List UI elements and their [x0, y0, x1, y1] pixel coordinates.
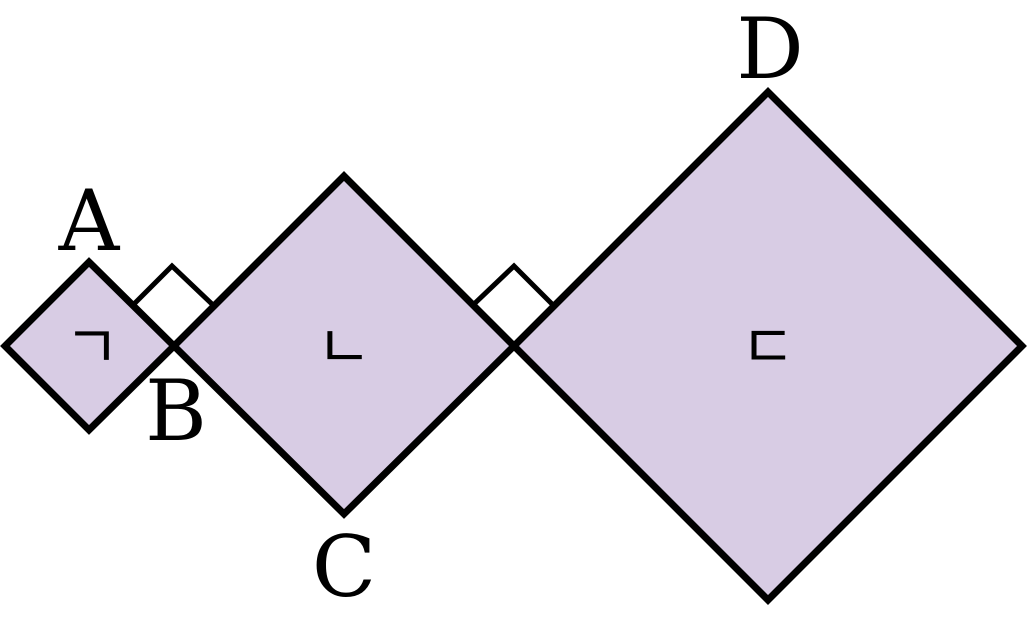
label-a: A: [58, 172, 121, 270]
square-medium: [169, 171, 519, 519]
label-d: D: [736, 0, 803, 98]
right-angle-marker-right: [472, 262, 554, 306]
right-angle-marker-left: [132, 262, 214, 306]
square-medium-label: ㄴ: [316, 313, 371, 383]
square-large: [509, 87, 1027, 605]
square-large-label: ㄷ: [740, 313, 795, 383]
square-small-label: ㄱ: [64, 313, 119, 383]
label-b: B: [145, 362, 207, 460]
label-c: C: [312, 518, 376, 616]
square-small: [0, 257, 179, 435]
